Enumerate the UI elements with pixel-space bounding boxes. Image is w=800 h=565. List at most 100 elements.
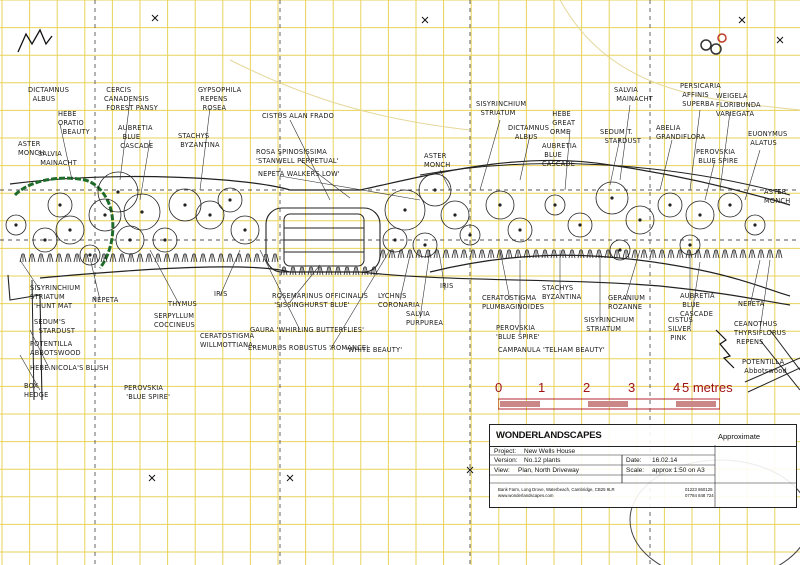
project-value: New Wells House xyxy=(524,448,576,455)
scale-bar-blocks xyxy=(498,398,720,410)
label-abelia-grandiflora: ABELIA GRANDIFLORA xyxy=(656,124,706,141)
label-hebe-great-orme: HEBE GREAT ORME xyxy=(550,110,576,136)
label-eremurus: EREMURUS ROBUSTUS 'ROMANCE' xyxy=(248,344,369,352)
leader-line xyxy=(749,259,761,307)
plant-center-dot xyxy=(753,223,757,227)
grass-tuft xyxy=(604,249,612,259)
label-potentilla-right: POTENTILLA Abbotswood xyxy=(742,358,787,375)
plant-circle xyxy=(459,224,481,246)
x-mark xyxy=(466,466,474,474)
label-iris-mid: IRIS xyxy=(440,282,454,290)
leader-line xyxy=(29,329,51,371)
label-cistus-alan-frado: CISTUS ALAN FRADO xyxy=(262,112,335,120)
leader-line xyxy=(439,257,446,291)
plant-center-dot xyxy=(14,223,18,227)
grass-tuft xyxy=(181,253,189,263)
grass-tuft xyxy=(640,249,648,259)
x-mark xyxy=(151,14,159,22)
leader-line xyxy=(289,119,331,201)
leader-line xyxy=(439,169,451,191)
label-sisyrinchium-striatum-top: SISYRINCHIUM STRIATUM xyxy=(476,100,527,117)
approximate-note: Approximate xyxy=(718,432,761,441)
bed-top-edge xyxy=(9,159,791,206)
label-sedum-stardust-left: SEDUM'S STARDUST xyxy=(34,318,76,335)
grass-tuft xyxy=(361,266,369,276)
plant-center-dot xyxy=(208,213,212,217)
brand-name: WONDERLANDSCAPES xyxy=(496,430,602,441)
grass-tuft xyxy=(343,266,351,276)
label-ceratostigma-plumbaginoides: CERATOSTIGMA PLUMBAGINOIDES xyxy=(482,294,545,311)
grass-tuft xyxy=(190,253,198,263)
plant-center-dot xyxy=(698,213,702,217)
plant-center-dot xyxy=(228,198,232,202)
grass-tuft xyxy=(37,253,45,263)
grass-tuft xyxy=(370,266,378,276)
grass-tuft xyxy=(775,249,783,259)
plant-center-dot xyxy=(498,203,502,207)
plant-circle xyxy=(544,194,566,216)
path-rect-outer xyxy=(265,207,381,273)
grass-tuft xyxy=(406,249,414,259)
date-label: Date: xyxy=(626,457,642,464)
leader-line xyxy=(479,119,501,191)
grass-tuft xyxy=(19,253,27,263)
gate-line xyxy=(747,367,800,393)
grass-tuft xyxy=(109,253,117,263)
label-potentilla-abbotswood: POTENTILLA ABBOTSWOOD xyxy=(30,340,81,357)
x-marks xyxy=(148,14,784,482)
grass-tuft xyxy=(82,253,90,263)
label-ceratostigma-willmottianum: CERATOSTIGMA WILLMOTTIANA xyxy=(200,332,255,349)
plant-center-dot xyxy=(728,203,732,207)
grass-tuft xyxy=(541,249,549,259)
leader-line xyxy=(744,149,761,201)
company-phone: 01223 860125 07784 848 724 xyxy=(685,487,714,498)
grass-tuft xyxy=(316,266,324,276)
grass-tuft xyxy=(172,253,180,263)
leader-line xyxy=(519,134,531,181)
label-hebe-oratio-beauty: HEBE ORATIO BEAUTY xyxy=(58,110,90,136)
plant-center-dot xyxy=(88,253,92,257)
grass-tuft xyxy=(55,253,63,263)
grass-tuft xyxy=(127,253,135,263)
grass-tuft xyxy=(451,249,459,259)
label-geranium-rozanne: GERANIUM ROZANNE xyxy=(608,294,646,311)
plant-circle xyxy=(79,244,101,266)
grass-tuft xyxy=(271,253,279,263)
gate-line xyxy=(744,357,800,383)
plant-center-dot xyxy=(610,196,614,200)
leader-line xyxy=(59,123,73,181)
plant-center-dot xyxy=(140,210,144,214)
plant-circle xyxy=(168,188,202,222)
version-value: No.12 plants xyxy=(524,457,561,464)
plant-center-dot xyxy=(393,238,397,242)
scale-number: 0 xyxy=(495,380,503,395)
grass-tuft xyxy=(703,249,711,259)
plant-center-dot xyxy=(468,233,472,237)
leader-line xyxy=(624,249,641,301)
grass-tuft xyxy=(658,249,666,259)
leader-line xyxy=(759,259,771,331)
grass-tuft xyxy=(307,266,315,276)
leader-line xyxy=(329,249,391,351)
grass-tuft xyxy=(586,249,594,259)
grass-tuft xyxy=(244,253,252,263)
label-aubretia-right: AUBRETIA BLUE CASCADE xyxy=(680,292,715,318)
grass-tuft xyxy=(631,249,639,259)
version-row: Version: No.12 plants Date: 16.02.14 xyxy=(490,456,796,465)
version-label: Version: xyxy=(494,457,518,464)
company-address: Bank Farm, Long Drove, Waterbeach, Cambr… xyxy=(498,487,615,498)
label-gaura: GAURA 'WHIRLING BUTTERFLIES' xyxy=(250,326,365,334)
grass-tuft xyxy=(388,249,396,259)
label-weigela-florida: WEIGELA FLORIBUNDA VARIEGATA xyxy=(716,92,761,118)
leader-line xyxy=(564,129,571,191)
grass-tuft xyxy=(433,249,441,259)
leader-line xyxy=(689,261,701,327)
label-aubretia-blue-cascade-mid: AUBRETIA BLUE CASCADE xyxy=(542,142,577,168)
label-thymus: THYMUS xyxy=(168,300,197,308)
date-value: 16.02.14 xyxy=(652,457,678,464)
grass-tuft xyxy=(730,249,738,259)
leader-line xyxy=(19,354,41,391)
plant-center-dot xyxy=(43,238,47,242)
